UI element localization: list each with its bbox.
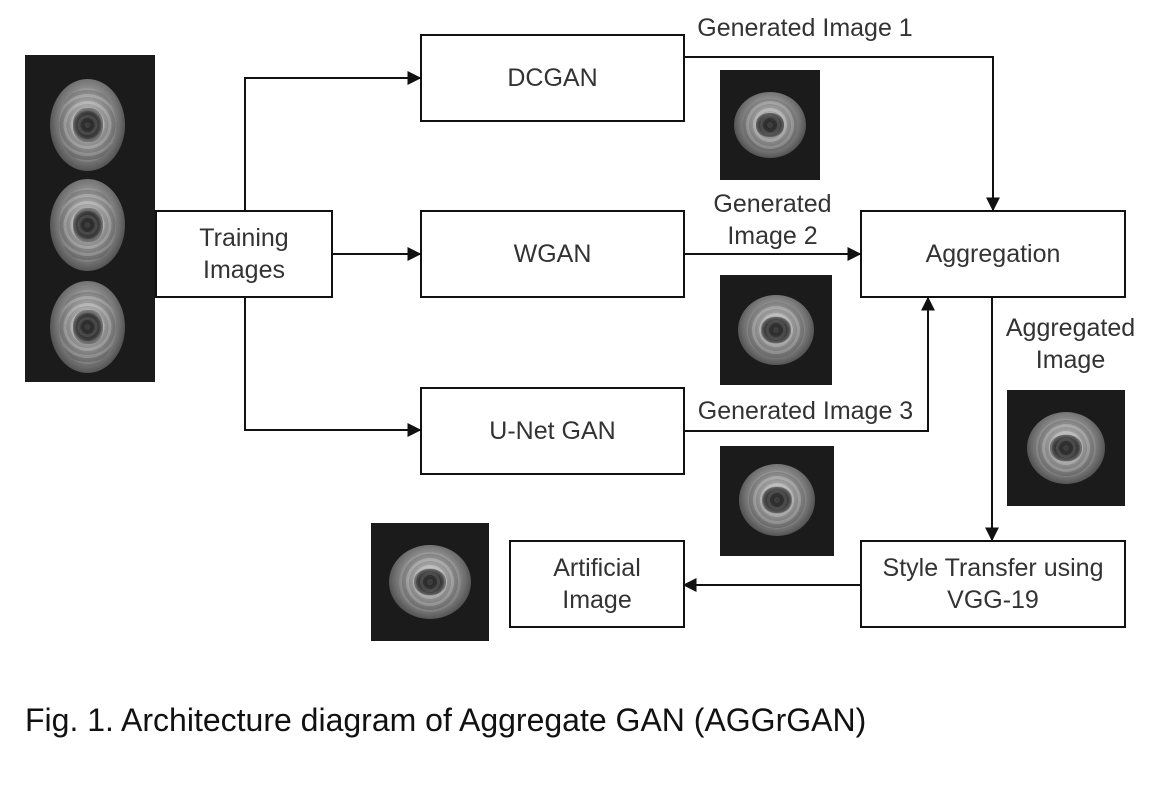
- style-transfer-box: Style Transfer using VGG-19: [860, 540, 1126, 628]
- brain-image: [1027, 412, 1105, 484]
- dcgan-box: DCGAN: [420, 34, 685, 122]
- wgan-box: WGAN: [420, 210, 685, 298]
- aggregated-image-label: Aggregated Image: [1005, 314, 1136, 374]
- edge-training-unet: [244, 298, 422, 437]
- generated-image-1-label: Generated Image 1: [697, 14, 913, 42]
- brain-slice-image: [50, 281, 125, 373]
- edge-unet-aggregation: [684, 296, 935, 432]
- generated-image-2-label: Generated Image 2: [713, 190, 832, 250]
- edge-dcgan-aggregation: [684, 56, 1000, 212]
- generated-image-1-thumbnail: [720, 70, 820, 180]
- unet-gan-box: U-Net GAN: [420, 387, 685, 475]
- generated-image-3-label: Generated Image 3: [697, 397, 914, 425]
- generated-image-2-thumbnail: [720, 275, 832, 385]
- brain-image: [738, 295, 814, 365]
- brain-image: [739, 464, 815, 536]
- brain-image: [389, 545, 471, 619]
- aggregated-image-thumbnail: [1007, 390, 1125, 506]
- artificial-image-thumbnail: [371, 523, 489, 641]
- figure-caption: Fig. 1. Architecture diagram of Aggregat…: [25, 702, 867, 738]
- generated-image-3-thumbnail: [720, 446, 834, 556]
- training-images-box: Training Images: [155, 210, 333, 298]
- brain-slice-image: [50, 79, 125, 171]
- artificial-image-box: Artificial Image: [509, 540, 685, 628]
- training-images-strip: [25, 55, 155, 382]
- brain-image: [734, 92, 806, 158]
- brain-slice-image: [50, 179, 125, 271]
- aggregation-box: Aggregation: [860, 210, 1126, 298]
- edge-training-dcgan: [244, 71, 422, 210]
